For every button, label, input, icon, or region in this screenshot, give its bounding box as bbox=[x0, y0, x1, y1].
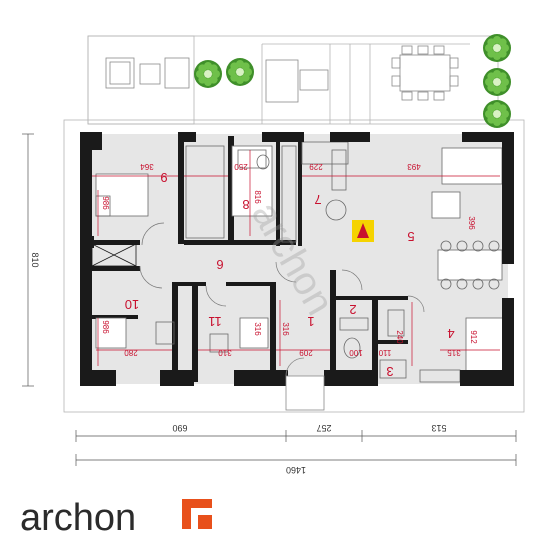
room-label-1: 1 bbox=[307, 314, 314, 329]
room-label-7: 7 bbox=[314, 192, 321, 207]
room-label-6: 6 bbox=[216, 257, 223, 272]
fireplace-icon bbox=[352, 220, 374, 242]
logo-text: archon bbox=[20, 497, 136, 539]
dim-250: 250 bbox=[234, 162, 248, 171]
width-513: 513 bbox=[431, 423, 446, 433]
dim-315: 315 bbox=[447, 348, 461, 357]
terrace-furniture bbox=[105, 45, 459, 103]
dim-364: 364 bbox=[140, 162, 154, 171]
terrace bbox=[63, 35, 525, 413]
dim-310: 310 bbox=[218, 348, 232, 357]
dim-280: 280 bbox=[124, 348, 138, 357]
dim-912: 912 bbox=[469, 330, 478, 344]
entrance bbox=[285, 357, 325, 411]
interior-walls bbox=[88, 136, 408, 382]
room-label-10: 10 bbox=[125, 297, 139, 312]
dim-100: 100 bbox=[349, 348, 363, 357]
dim-986: 986 bbox=[101, 196, 110, 210]
width-257: 257 bbox=[316, 423, 331, 433]
overall-height: 810 bbox=[30, 252, 40, 267]
tree-icon bbox=[194, 34, 511, 128]
tree-core bbox=[236, 68, 244, 76]
room-dimensions: 364 250 229 493 816 986 396 986 280 310 … bbox=[101, 162, 478, 357]
room-label-3: 3 bbox=[386, 364, 393, 379]
dim-110: 110 bbox=[378, 348, 391, 357]
tree-leaf bbox=[241, 62, 250, 71]
dim-316: 316 bbox=[253, 322, 262, 336]
width-690: 690 bbox=[172, 423, 187, 433]
archon-logo-icon: archon bbox=[20, 497, 212, 539]
tree-leaf bbox=[498, 38, 507, 47]
dim-986b: 986 bbox=[101, 320, 110, 334]
dimension-lines bbox=[92, 150, 500, 366]
exterior-walls bbox=[80, 132, 514, 386]
tree-core bbox=[204, 70, 212, 78]
dim-209: 209 bbox=[299, 348, 313, 357]
dim-240: 240 bbox=[395, 330, 404, 344]
dim-816: 816 bbox=[253, 190, 262, 204]
dim-493: 493 bbox=[407, 162, 421, 171]
tree-core bbox=[493, 110, 501, 118]
dim-396: 396 bbox=[467, 216, 476, 230]
tree-leaf bbox=[498, 104, 507, 113]
room-label-11: 11 bbox=[208, 314, 222, 329]
overall-dimensions bbox=[22, 133, 517, 466]
dim-316b: 316 bbox=[281, 322, 290, 336]
dim-229: 229 bbox=[309, 162, 323, 171]
tree-leaf bbox=[498, 72, 507, 81]
doors bbox=[139, 222, 425, 313]
room-label-2: 2 bbox=[349, 302, 356, 317]
room-label-9: 9 bbox=[160, 170, 167, 185]
room-label-4: 4 bbox=[447, 326, 454, 341]
room-labels: 1 2 3 4 5 6 7 8 9 10 11 bbox=[125, 170, 455, 379]
tree-core bbox=[493, 78, 501, 86]
room-label-8: 8 bbox=[242, 197, 249, 212]
width-total: 1460 bbox=[286, 465, 306, 475]
tree-core bbox=[493, 44, 501, 52]
tree-leaf bbox=[209, 64, 218, 73]
room-label-5: 5 bbox=[407, 229, 414, 244]
